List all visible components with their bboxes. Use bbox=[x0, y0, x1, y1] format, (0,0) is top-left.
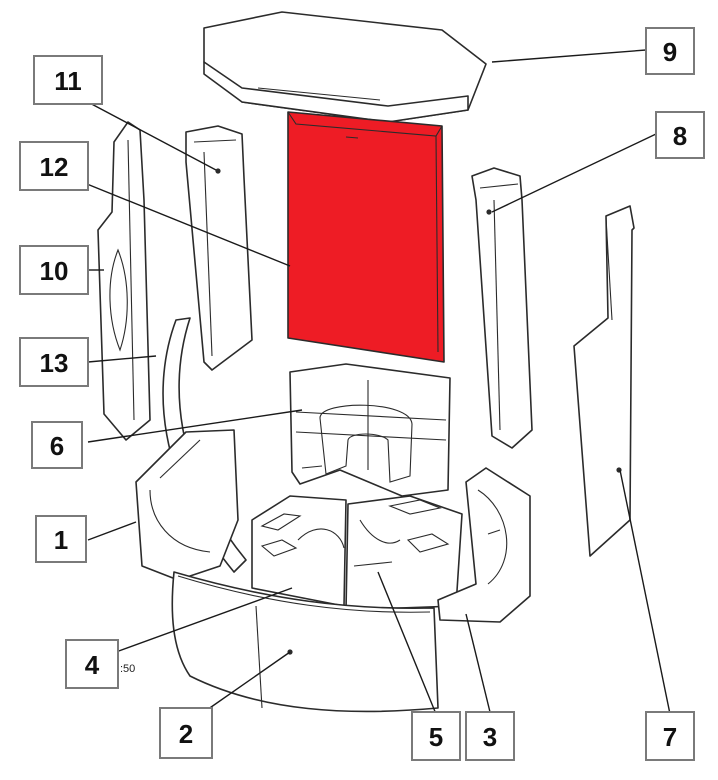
leader-2 bbox=[203, 651, 291, 713]
svg-text:7: 7 bbox=[663, 722, 677, 752]
svg-text:2: 2 bbox=[179, 719, 193, 749]
leader-11 bbox=[83, 99, 217, 171]
leader-6 bbox=[87, 409, 303, 443]
svg-text:5: 5 bbox=[429, 722, 443, 752]
callout-3: 3 bbox=[465, 711, 515, 761]
svg-text:13: 13 bbox=[40, 348, 69, 378]
callout-6: 6 bbox=[31, 421, 83, 469]
leader-lines bbox=[81, 49, 671, 715]
leader-9 bbox=[491, 49, 647, 63]
callout-4: 4 bbox=[65, 639, 119, 689]
part-4-central-base bbox=[251, 495, 347, 607]
callout-12: 12 bbox=[19, 141, 89, 191]
callout-11: 11 bbox=[33, 55, 103, 105]
callout-13: 13 bbox=[19, 337, 89, 387]
callout-7: 7 bbox=[645, 711, 695, 761]
part-7-right-side-panel bbox=[573, 205, 635, 557]
part-10-left-side-panel bbox=[97, 121, 151, 441]
callout-9: 9 bbox=[645, 27, 695, 75]
svg-text:3: 3 bbox=[483, 722, 497, 752]
leader-12 bbox=[81, 181, 291, 267]
leader-8 bbox=[491, 133, 657, 213]
leader-7 bbox=[619, 469, 671, 715]
leader-5 bbox=[377, 571, 437, 715]
part-11-left-column bbox=[185, 125, 253, 371]
svg-text:1: 1 bbox=[54, 525, 68, 555]
svg-text:12: 12 bbox=[40, 152, 69, 182]
callout-5: 5 bbox=[411, 711, 461, 761]
callout-1: 1 bbox=[35, 515, 87, 563]
leader-13 bbox=[87, 355, 157, 363]
leader-3 bbox=[465, 613, 491, 713]
svg-text:10: 10 bbox=[40, 256, 69, 286]
svg-text:11: 11 bbox=[54, 66, 82, 96]
callout-2: 2 bbox=[159, 707, 213, 759]
leader-1 bbox=[87, 521, 137, 541]
leader-4 bbox=[115, 587, 293, 653]
part-12-rear-panel bbox=[287, 111, 445, 363]
part-9-top-plate bbox=[203, 11, 487, 123]
svg-text:4: 4 bbox=[85, 650, 100, 680]
part-5-right-central-base bbox=[345, 495, 463, 611]
svg-text:9: 9 bbox=[663, 37, 677, 67]
part-6-back-base-block bbox=[289, 363, 451, 497]
callout-10: 10 bbox=[19, 245, 89, 295]
part-3-right-corner-base bbox=[437, 467, 531, 623]
svg-text:8: 8 bbox=[673, 121, 687, 151]
callout-8: 8 bbox=[655, 111, 705, 159]
part-8-right-column bbox=[471, 167, 533, 449]
scale-note: :50 bbox=[120, 663, 135, 675]
svg-text:6: 6 bbox=[50, 431, 64, 461]
part-1-left-corner-base bbox=[135, 429, 239, 581]
